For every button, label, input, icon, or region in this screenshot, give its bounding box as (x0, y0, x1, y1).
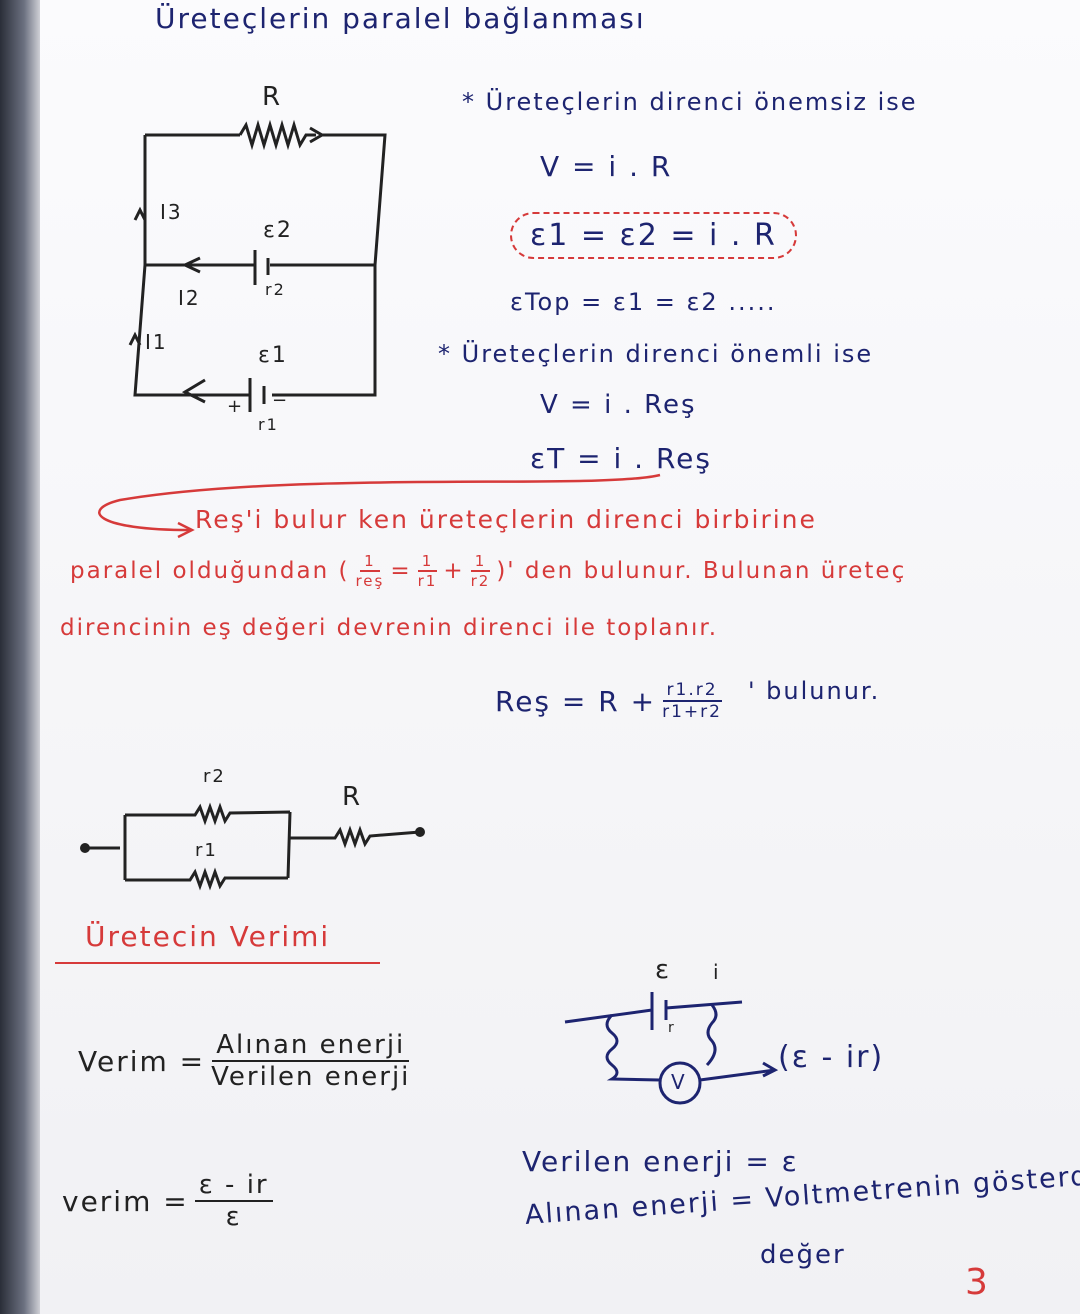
voltmeter-label: V (671, 1070, 687, 1094)
label-e1: ε1 (258, 343, 288, 368)
label-r: r (668, 1020, 676, 1036)
req-suffix: ' bulunur. (747, 677, 881, 705)
page-number: 3 (965, 1262, 990, 1303)
explanation-text: )' den bulunur. Bulunan üreteç (496, 558, 907, 584)
case1-eq3: εTop = ε1 = ε2 ..... (510, 288, 777, 316)
label-R: R (262, 82, 283, 112)
den: r1 (417, 572, 438, 590)
num: 1 (417, 552, 438, 572)
label-r1: r1 (195, 840, 218, 861)
page-title: Üreteçlerin paralel bağlanması (155, 2, 646, 35)
label-e2: ε2 (263, 218, 293, 243)
case1-eq2-circled: ε1 = ε2 = i . R (510, 212, 797, 259)
den: r2 (470, 572, 491, 590)
label-I3: I3 (160, 200, 183, 224)
label-e: ε (655, 955, 672, 985)
req-lhs: Reş = R + (495, 684, 657, 718)
equals: = (390, 558, 412, 584)
num: ε - ir (194, 1170, 273, 1202)
heading-underline (55, 962, 380, 964)
voltmeter-icon (658, 1061, 702, 1105)
notebook-page (40, 0, 1080, 1314)
plus: + (443, 558, 465, 584)
case2-eq1: V = i . Reş (540, 390, 697, 420)
label-R: R (342, 782, 363, 812)
den: ε (225, 1202, 242, 1232)
given-energy-note: Verilen enerji = ε (522, 1145, 799, 1178)
terminal-icon (80, 843, 90, 853)
efficiency-heading: Üretecin Verimi (85, 920, 331, 953)
case2-eq2: εT = i . Reş (530, 442, 712, 475)
voltmeter-lead (605, 1013, 661, 1082)
voltmeter-lead (705, 1004, 718, 1067)
label-r1: r1 (258, 415, 279, 434)
verim2-label: verim = (62, 1184, 189, 1218)
case1-eq1: V = i . R (540, 150, 673, 183)
voltmeter-reading: (ε - ir) (778, 1040, 885, 1075)
label-I1: I1 (145, 330, 168, 354)
num: 1 (470, 552, 491, 572)
label-plus: + (227, 396, 245, 417)
cell-e1-icon (248, 378, 266, 412)
num: r1.r2 (662, 680, 722, 702)
cell-e2-icon (253, 250, 270, 285)
circuit-wire (133, 264, 377, 397)
verim-label: Verim = (78, 1044, 206, 1078)
den: Verilen enerji (211, 1062, 411, 1092)
label-r2: r2 (203, 766, 226, 787)
num: Alınan enerji (212, 1030, 410, 1062)
label-i: i (713, 960, 721, 984)
explanation-line1: Reş'i bulur ken üreteçlerin direnci birb… (195, 505, 817, 534)
binder-edge (0, 0, 40, 1314)
explanation-text: paralel olduğundan ( (70, 558, 350, 584)
label-minus: − (272, 390, 290, 411)
case2-heading: * Üreteçlerin direnci önemli ise (438, 340, 874, 368)
num: 1 (360, 552, 380, 572)
explanation-line3: direncinin eş değeri devrenin direnci il… (60, 615, 719, 641)
curved-arrow-icon (98, 473, 661, 532)
resistor-R-icon (238, 119, 316, 151)
label-r2: r2 (265, 280, 286, 299)
taken-energy-note-cont: değer (760, 1240, 846, 1270)
label-I2: I2 (178, 286, 201, 310)
den: r1+r2 (662, 702, 722, 722)
case1-heading: * Üreteçlerin direnci önemsiz ise (462, 88, 918, 116)
terminal-icon (415, 827, 425, 837)
den: reş (355, 572, 385, 590)
